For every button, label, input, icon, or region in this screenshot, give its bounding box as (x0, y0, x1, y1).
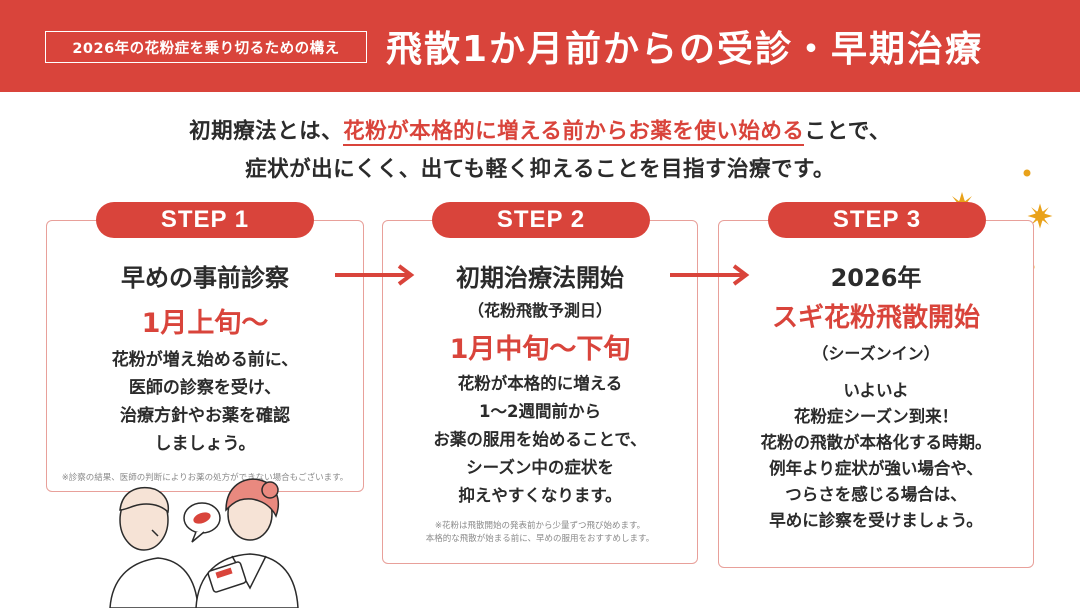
step-2-heading: 初期治療法開始 (456, 264, 624, 292)
step-2-note-line: 本格的な飛散が始まる前に、早めの服用をおすすめします。 (425, 534, 655, 544)
intro-text: 初期療法とは、花粉が本格的に増える前からお薬を使い始めることで、 症状が出にくく… (0, 113, 1080, 189)
banner-title: 飛散1か月前からの受診・早期治療 (386, 29, 984, 70)
step-1-label: STEP 1 (96, 202, 314, 238)
step-2-body-line: お薬の服用を始めることで、 (433, 430, 647, 449)
intro-line-1-end: ことで、 (804, 119, 891, 144)
step-3-content: 2026年 スギ花粉飛散開始 （シーズンイン） いよいよ 花粉症シーズン到来！ … (718, 258, 1034, 534)
step-3-body-line: いよいよ (843, 381, 909, 400)
pollen-dot-icon (1023, 169, 1031, 177)
step-3-body-line: つらさを感じる場合は、 (785, 485, 967, 504)
speech-bubble-pill-icon (183, 502, 221, 543)
step-3-body-line: 花粉の飛散が本格化する時期。 (760, 433, 992, 452)
step-1-note: ※診察の結果、医師の判断によりお薬の処方ができない場合もございます。 (61, 473, 349, 483)
step-1-timing: 1月上旬〜 (141, 308, 269, 339)
step-2-body-line: 花粉が本格的に増える (457, 374, 623, 393)
step-3-body-line: 花粉症シーズン到来！ (793, 407, 959, 426)
step-3-body-line: 早めに診察を受けましょう。 (769, 511, 983, 530)
arrow-right-icon (670, 264, 750, 286)
patient-figure-icon (109, 486, 199, 608)
doctor-patient-illustration (109, 478, 299, 608)
intro-line-2: 症状が出にくく、出ても軽く抑えることを目指す治療です。 (245, 157, 835, 182)
intro-line-1: 初期療法とは、花粉が本格的に増える前からお薬を使い始めることで、 (0, 113, 1080, 151)
step-2-note: ※花粉は飛散開始の発表前から少量ずつ飛び始めます。 本格的な飛散が始まる前に、早… (382, 520, 698, 546)
step-3-subheading: （シーズンイン） (812, 344, 940, 363)
arrow-right-icon (335, 264, 415, 286)
step-1-body-line: しましょう。 (154, 434, 256, 454)
intro-line-1-start: 初期療法とは、 (189, 119, 344, 144)
step-1-card (46, 220, 364, 492)
step-3-body-line: 例年より症状が強い場合や、 (769, 459, 983, 478)
step-2-body-line: シーズン中の症状を (466, 458, 614, 477)
step-2-note-line: ※花粉は飛散開始の発表前から少量ずつ飛び始めます。 (434, 521, 646, 531)
step-1-body-line: 医師の診察を受け、 (128, 378, 282, 398)
step-1-heading: 早めの事前診察 (121, 264, 289, 292)
step-1-body-line: 治療方針やお薬を確認 (120, 406, 290, 426)
doctor-figure-icon (195, 478, 299, 608)
step-2-label: STEP 2 (432, 202, 650, 238)
step-3-card (718, 220, 1034, 568)
step-3-timing: スギ花粉飛散開始 (771, 303, 980, 333)
step-3-label: STEP 3 (768, 202, 986, 238)
step-1-content: 早めの事前診察 1月上旬〜 花粉が増え始める前に、 医師の診察を受け、 治療方針… (46, 258, 364, 485)
banner-tag: 2026年の花粉症を乗り切るための構え (45, 31, 367, 63)
step-1-body: 花粉が増え始める前に、 医師の診察を受け、 治療方針やお薬を確認 しましょう。 (46, 346, 364, 458)
step-2-timing: 1月中旬〜下旬 (449, 334, 631, 365)
step-2-body-line: 1〜2週間前から (479, 402, 601, 421)
step-2-body: 花粉が本格的に増える 1〜2週間前から お薬の服用を始めることで、 シーズン中の… (382, 370, 698, 510)
step-2-body-line: 抑えやすくなります。 (458, 486, 622, 505)
header-banner (0, 0, 1080, 92)
step-3-heading: 2026年 (830, 264, 922, 292)
step-3-body: いよいよ 花粉症シーズン到来！ 花粉の飛散が本格化する時期。 例年より症状が強い… (718, 378, 1034, 534)
intro-highlight: 花粉が本格的に増える前からお薬を使い始める (343, 119, 805, 146)
step-2-card (382, 220, 698, 564)
step-1-body-line: 花粉が増え始める前に、 (111, 350, 299, 370)
pollen-sparkle-icon (1027, 203, 1053, 229)
step-2-content: 初期治療法開始 （花粉飛散予測日） 1月中旬〜下旬 花粉が本格的に増える 1〜2… (382, 258, 698, 546)
step-2-subheading: （花粉飛散予測日） (467, 301, 612, 320)
